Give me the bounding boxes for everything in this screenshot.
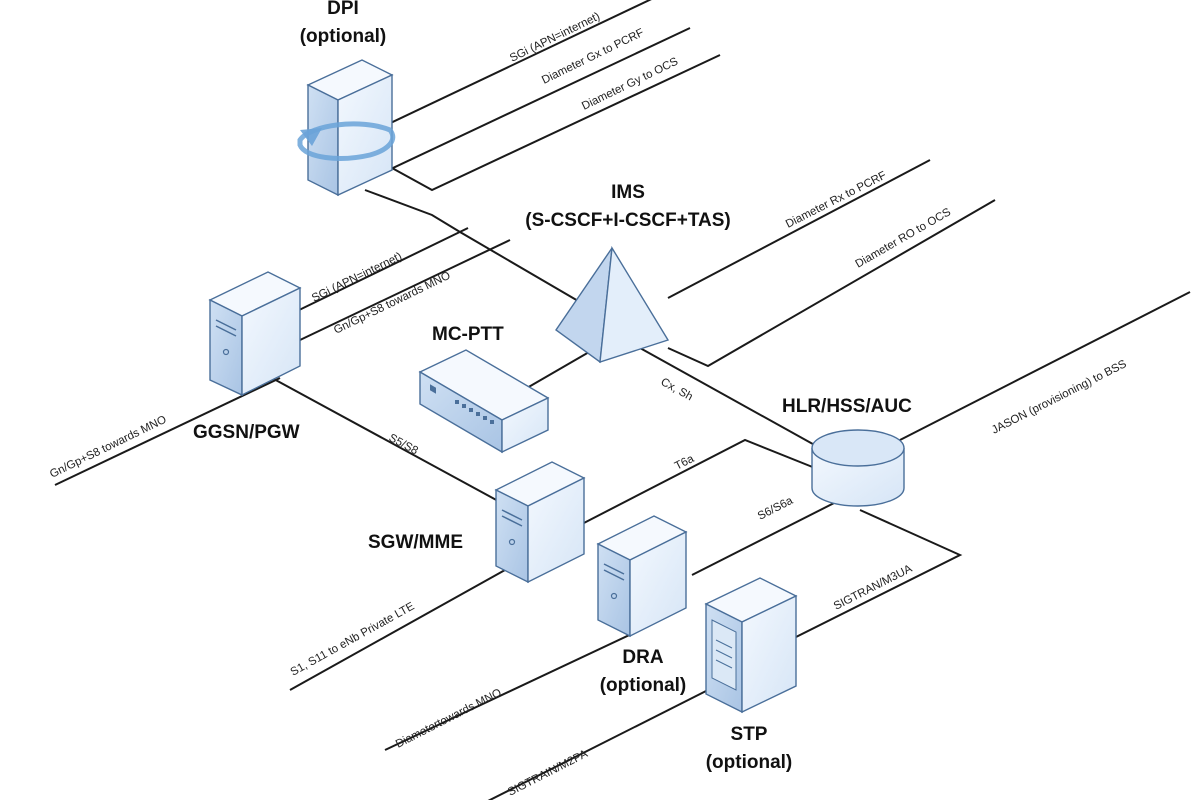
tower-server-icon[interactable] xyxy=(494,461,586,584)
wire-s6 xyxy=(691,499,841,576)
wire-ggsn-sgi xyxy=(294,227,469,313)
edge-label-t6a: T6a xyxy=(673,453,697,473)
tower-server-icon[interactable] xyxy=(208,271,302,397)
mcptt-title: MC-PTT xyxy=(432,324,504,345)
edge-label-gy: Diameter Gy to OCS xyxy=(580,56,680,113)
edge-label-rx: Diameter Rx to PCRF xyxy=(784,170,889,231)
edge-label-diam-mno: Diametertowards MNO xyxy=(394,687,504,751)
wire-s5s8 xyxy=(271,377,501,503)
edge-label-s6: S6/S6a xyxy=(756,495,796,523)
database-icon[interactable] xyxy=(811,429,905,507)
stp-title: STP xyxy=(731,724,768,745)
wire-mcptt-ims xyxy=(519,347,597,393)
connection-lines xyxy=(54,0,1191,800)
wire-diam-mno xyxy=(384,629,641,751)
stp-subtitle: (optional) xyxy=(706,752,793,773)
edge-label-s5s8: S5/S8 xyxy=(387,432,420,457)
wire-dpi-sgi xyxy=(379,0,652,129)
dpi-server-icon[interactable] xyxy=(297,59,396,197)
wire-t6a xyxy=(579,438,821,526)
edge-labels: SGi (APN=internet) Diameter Gx to PCRF D… xyxy=(48,11,1129,799)
dpi-title: DPI xyxy=(327,0,359,19)
wire-hlr-stp xyxy=(789,509,963,641)
wire-ggsn-gn-up xyxy=(299,239,511,341)
ims-title: IMS xyxy=(611,182,645,203)
wire-s1 xyxy=(289,569,506,691)
wire-sigtrain xyxy=(487,689,709,800)
wire-ims-rx xyxy=(667,159,931,299)
dra-title: DRA xyxy=(622,647,663,668)
tower-server-icon[interactable] xyxy=(596,515,688,638)
dpi-subtitle: (optional) xyxy=(300,26,387,47)
edge-label-sigtran: SIGTRAN/M3UA xyxy=(832,563,915,613)
edge-label-s1: S1, S11 to eNb Private LTE xyxy=(289,600,417,678)
edge-label-gn-left: Gn/Gp+S8 towards MNO xyxy=(48,414,168,481)
wire-dpi-ims xyxy=(364,189,586,306)
node-labels: DPI (optional) IMS (S-CSCF+I-CSCF+TAS) M… xyxy=(193,0,912,773)
wire-dpi-gy xyxy=(391,54,721,192)
wire-ims-ro xyxy=(667,199,996,368)
sgw-title: SGW/MME xyxy=(368,532,463,553)
cabinet-server-icon[interactable] xyxy=(704,577,798,714)
edge-label-cxsh: Cx, Sh xyxy=(659,376,695,403)
edge-label-jason: JASON (provisioning) to BSS xyxy=(990,358,1129,437)
pyramid-icon[interactable] xyxy=(555,245,670,364)
hlr-title: HLR/HSS/AUC xyxy=(782,396,912,417)
wire-cxsh xyxy=(639,347,821,449)
ims-subtitle: (S-CSCF+I-CSCF+TAS) xyxy=(525,210,730,231)
ggsn-title: GGSN/PGW xyxy=(193,422,300,443)
dra-subtitle: (optional) xyxy=(600,675,687,696)
edge-label-sigtrain: SIGTRAIN/M2PA xyxy=(506,748,590,799)
edge-label-ro: Diameter RO to OCS xyxy=(854,206,954,271)
switch-icon[interactable] xyxy=(418,349,550,454)
wire-jason xyxy=(899,291,1191,441)
